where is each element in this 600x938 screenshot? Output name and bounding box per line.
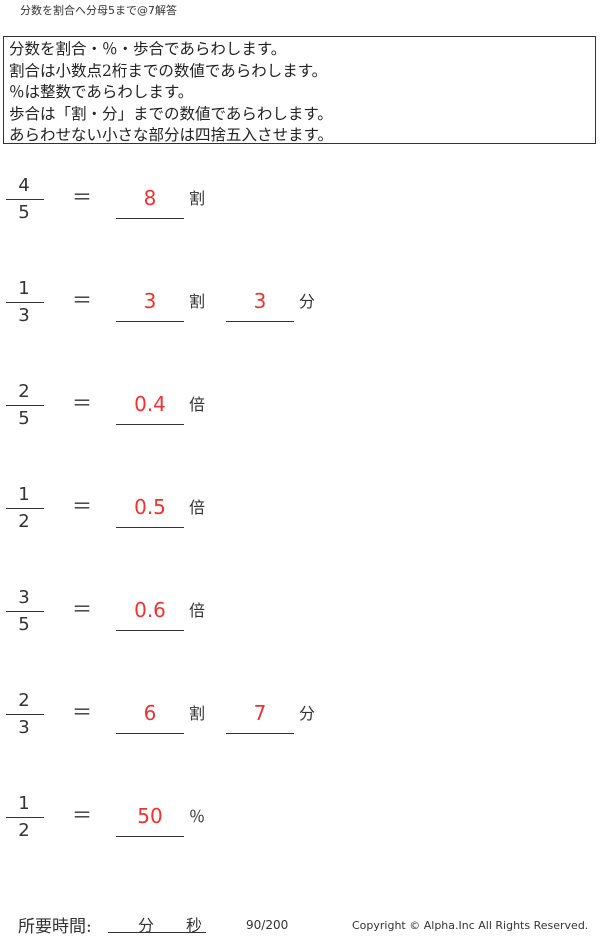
denominator: 2 (18, 511, 30, 532)
unit-label: 倍 (189, 395, 206, 414)
fraction-bar (6, 199, 44, 200)
instruction-line: 割合は小数点2桁までの数値であらわします。 (9, 61, 328, 80)
denominator: 3 (18, 717, 30, 738)
fraction-bar (6, 817, 44, 818)
unit-label: 割 (189, 292, 206, 311)
numerator: 2 (18, 690, 30, 711)
equals-sign: ＝ (72, 803, 92, 827)
instruction-line: 分数を割合・％・歩合であらわします。 (9, 40, 287, 58)
problem-row: 1 2 ＝ 50 ％ (0, 794, 600, 874)
denominator: 3 (18, 305, 30, 326)
unit-label: 割 (189, 189, 206, 208)
fraction-bar (6, 714, 44, 715)
numerator: 1 (18, 793, 30, 814)
fraction-bar (6, 508, 44, 509)
answer-blank[interactable]: 0.6 (116, 600, 184, 631)
minutes-label: 分 (138, 916, 155, 935)
problem-row: 1 2 ＝ 0.5 倍 (0, 485, 600, 565)
page-title: 分数を割合へ分母5まで@7解答 (20, 4, 177, 17)
problem-row: 3 5 ＝ 0.6 倍 (0, 588, 600, 668)
fraction-bar (6, 611, 44, 612)
denominator: 2 (18, 820, 30, 841)
unit-label: 割 (189, 704, 206, 723)
numerator: 4 (18, 175, 30, 196)
answer-blank-2[interactable]: 3 (226, 291, 294, 322)
numerator: 1 (18, 278, 30, 299)
answer-blank-2[interactable]: 7 (226, 703, 294, 734)
problem-row: 2 5 ＝ 0.4 倍 (0, 382, 600, 462)
numerator: 1 (18, 484, 30, 505)
numerator: 2 (18, 381, 30, 402)
answer-blank[interactable]: 50 (116, 806, 184, 837)
answer-blank[interactable]: 0.4 (116, 394, 184, 425)
page-number: 90/200 (246, 918, 289, 932)
equals-sign: ＝ (72, 597, 92, 621)
denominator: 5 (18, 202, 30, 223)
instruction-line: ％は整数であらわします。 (9, 83, 194, 101)
answer-blank[interactable]: 3 (116, 291, 184, 322)
instructions-box: 分数を割合・％・歩合であらわします。 割合は小数点2桁までの数値であらわします。… (3, 36, 596, 144)
unit-label: ％ (189, 807, 206, 826)
copyright-text: Copyright © Alpha.Inc All Rights Reserve… (352, 919, 589, 932)
answer-blank[interactable]: 8 (116, 188, 184, 219)
answer-blank[interactable]: 0.5 (116, 497, 184, 528)
equals-sign: ＝ (72, 288, 92, 312)
instruction-line: 歩合は「割・分」までの数値であらわします。 (9, 104, 333, 123)
seconds-label: 秒 (186, 916, 203, 935)
fraction-bar (6, 405, 44, 406)
answer-blank[interactable]: 6 (116, 703, 184, 734)
footer: 所要時間: 分 秒 90/200 Copyright © Alpha.Inc A… (0, 910, 600, 937)
equals-sign: ＝ (72, 185, 92, 209)
unit-label: 倍 (189, 601, 206, 620)
equals-sign: ＝ (72, 700, 92, 724)
problem-row: 1 3 ＝ 3 割 3 分 (0, 279, 600, 359)
instruction-line: あらわせない小さな部分は四捨五入させます。 (9, 126, 333, 144)
denominator: 5 (18, 408, 30, 429)
fraction-bar (6, 302, 44, 303)
unit-label-2: 分 (299, 292, 316, 311)
unit-label: 倍 (189, 498, 206, 517)
problem-row: 2 3 ＝ 6 割 7 分 (0, 691, 600, 771)
equals-sign: ＝ (72, 494, 92, 518)
equals-sign: ＝ (72, 391, 92, 415)
problem-row: 4 5 ＝ 8 割 (0, 176, 600, 256)
denominator: 5 (18, 614, 30, 635)
time-label: 所要時間: (18, 917, 92, 937)
time-field[interactable]: 分 秒 (108, 912, 206, 935)
unit-label-2: 分 (299, 704, 316, 723)
numerator: 3 (18, 587, 30, 608)
